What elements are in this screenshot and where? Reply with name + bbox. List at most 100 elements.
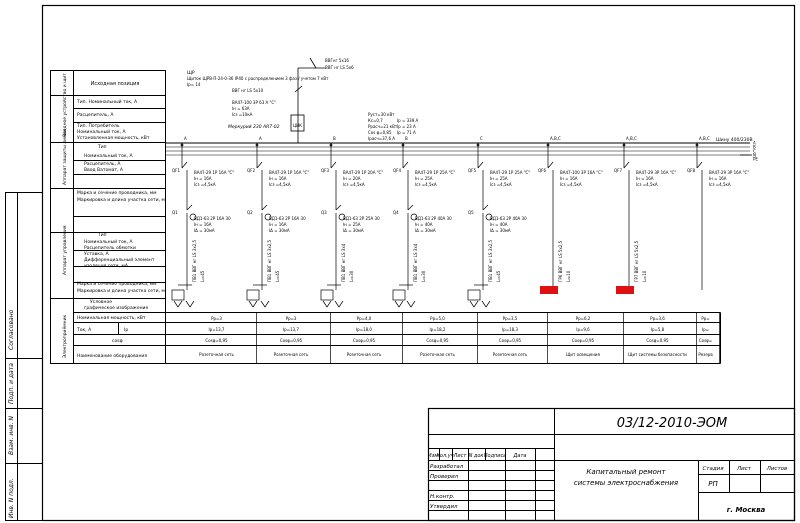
title-line-1: Капитальный ремонт [586, 468, 666, 476]
stamp-role: Утвердил [430, 504, 458, 510]
breaker-type: ВА47-29 1Р 16А "С" [194, 170, 234, 175]
row-power: Номинальная мощность, кВт [77, 315, 146, 321]
breaker-icu: Iсз =4,5кА [194, 182, 216, 187]
title-line-2: системы электроснабжения [574, 479, 678, 487]
row-cos-value: Cosφ=0,95 [353, 338, 376, 343]
stamp-header: N док [469, 453, 484, 459]
breaker-icu: Iсз =4,5кА [709, 182, 731, 187]
row-type-2: Тип [97, 232, 107, 238]
rcd-idn: IΔ = 30мА [490, 228, 511, 233]
row-equipment-name: Розеточная сеть [493, 352, 528, 357]
top-cable-2: ВВГ нг LS 5х6 [325, 65, 354, 70]
breaker-icu: Iсз =4,5кА [490, 182, 512, 187]
breaker-icu: Iсз =4,5кА [343, 182, 365, 187]
group-line-protection: Аппарат защиты линии [62, 129, 68, 185]
calc-pust: Руст=30 кВт [368, 112, 395, 117]
main-breaker-cable: ВВГ нг LS 5х10 [232, 88, 264, 93]
row-current-value: Iр=18,2 [430, 327, 446, 332]
city: г. Москва [727, 506, 766, 514]
stamp-role: Разработал [430, 464, 464, 470]
row-power-value: Рр=3 [286, 316, 297, 321]
meter-label-box: ЦИК [293, 123, 302, 128]
stage-label: Стадия [702, 466, 724, 472]
breaker-ref: QF5 [468, 168, 476, 173]
breaker-ref: QF3 [321, 168, 329, 173]
side-agreed: Согласовано [8, 309, 15, 350]
row-setting: Уставка, А [84, 251, 110, 257]
row-cos-value: Cosφ= [699, 338, 712, 343]
breaker-type: ВА47-29 3Р 16А "С" [709, 170, 749, 175]
breaker-icu: Iсз =4,5кА [269, 182, 291, 187]
row-equipment-name: Щит системы безопасности [628, 352, 687, 357]
breaker-ref: QF1 [172, 168, 180, 173]
row-wire-2: Марка и сечение проводника, мм [77, 281, 157, 287]
bus-phase-label: PE [753, 157, 758, 162]
rcd-ref: Q2 [247, 210, 253, 215]
breaker-icu: Iсз =4,5кА [560, 182, 582, 187]
column-phase: B [333, 136, 336, 141]
top-cable: ВВГнг 5х16 [325, 58, 349, 63]
breaker-in: Iн = 16А [194, 176, 212, 181]
row-equipment: Наименование оборудования [77, 353, 147, 359]
column-phase: C [480, 136, 483, 141]
row-equipment-name: Розеточная сеть [420, 352, 455, 357]
group-input-device: Вводное устройство и щит [61, 73, 68, 137]
breaker-type: ВА47-29 1Р 16А "С" [269, 170, 309, 175]
stamp-header: Дата [513, 453, 527, 459]
row-equipment-name: Розеточная сеть [347, 352, 382, 357]
stamp-header: Лист [453, 453, 468, 459]
side-sign-date: Подп. и дата [8, 363, 15, 404]
sheet-label: Лист [736, 466, 752, 472]
row-power-value: Рр= [701, 316, 709, 321]
side-orig-inv: Инв. N подл. [8, 478, 15, 518]
row-equipment-name: Розеточная сеть [199, 352, 234, 357]
panel-marker [540, 286, 558, 294]
bus-label: Шину 400/230В [716, 137, 753, 143]
rcd-ref: Q1 [172, 210, 178, 215]
row-symbol-2: графическое изображение [84, 305, 148, 311]
calc-ic: Iр = 71 А [397, 130, 416, 135]
breaker-ref: QF4 [393, 168, 401, 173]
row-coil: Расцепитель обмотки [84, 245, 136, 251]
breaker-ref: QF8 [687, 168, 695, 173]
main-breaker-icu: Iсз =10кА [232, 112, 253, 117]
row-symbol-1: Условное [90, 299, 112, 305]
breaker-in: Iн = 25А [415, 176, 433, 181]
breaker-ref: QF6 [538, 168, 546, 173]
breaker-type: ВА47-29 1Р 20А "С" [343, 170, 383, 175]
column-phase: A [184, 136, 187, 141]
row-current-value: Iр=18,3 [502, 327, 518, 332]
cable-spec: ПВ1 ВВГ нг LS 3х2,5 [488, 239, 493, 282]
row-equipment-name: Розеточная сеть [274, 352, 309, 357]
rcd-idn: IΔ = 30мА [194, 228, 215, 233]
panel-desc: Щиток ЩРВ-П-24-0-36 IP40 с распределение… [187, 76, 329, 81]
rcd-idn: IΔ = 30мА [343, 228, 364, 233]
side-replace-inv: Взам. инв. N [8, 416, 15, 455]
cable-spec: ПВ1 ВВГ нг LS 3х2,5 [192, 239, 197, 282]
rcd-idn: IΔ = 30мА [415, 228, 436, 233]
row-consumer: Тип. Потребитель [76, 123, 120, 129]
row-current-value: Iр=13,7 [283, 327, 299, 332]
row-wire-1: Марка и сечение проводника, мм [77, 190, 157, 196]
rcd-type: ВД1-63 2Р 16А 30 [194, 216, 231, 221]
rcd-type: ВД1-63 2Р 40А 30 [415, 216, 452, 221]
column-phase: A,B,C [550, 136, 561, 141]
column-phase: A,B,C [626, 136, 637, 141]
row-power-value: Рр=3,5 [503, 316, 518, 321]
stamp-header: Изм [428, 453, 438, 459]
row-cos-value: Cosφ=0,95 [572, 338, 595, 343]
rcd-ref: Q4 [393, 210, 399, 215]
row-current-value: Iр=18,0 [356, 327, 372, 332]
stamp-role: Н.контр. [430, 494, 455, 500]
breaker-icu: Iсз =4,5кА [415, 182, 437, 187]
row-current: Ток, А [76, 327, 92, 333]
row-input: Ввод Ватомат, А [84, 167, 124, 173]
stamp-header: Кол.уч [436, 453, 453, 459]
row-cos-value: Cosφ=0,95 [646, 338, 669, 343]
row-diff: Дифференциальный элемент [84, 256, 155, 263]
